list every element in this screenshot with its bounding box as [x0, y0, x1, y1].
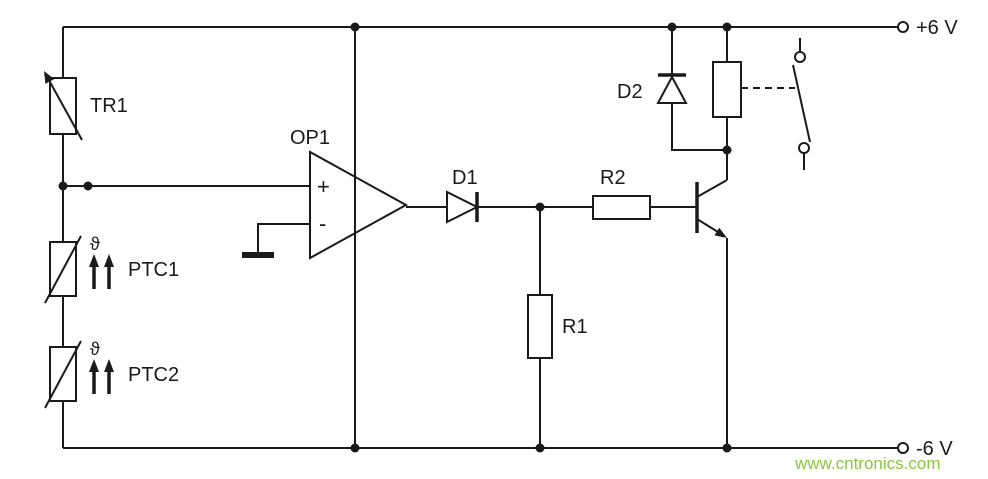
junction-dot: [350, 443, 360, 453]
r1-body: [527, 294, 553, 359]
tr1-arrow-shaft: [49, 81, 83, 141]
ptc1-arrow1-head: [89, 254, 99, 267]
ptc1-strike: [44, 235, 82, 304]
ptc2-arrow2-head: [104, 359, 114, 372]
inverting-ground-wire: [257, 223, 310, 252]
tr1-label: TR1: [90, 95, 128, 117]
junction-dot: [83, 181, 93, 191]
junction-dots: [58, 22, 732, 453]
ptc1-arrow2-head: [104, 254, 114, 267]
junction-dot: [535, 443, 545, 453]
transistor-collector: [696, 179, 728, 198]
switch-top-terminal: [794, 51, 806, 63]
op1-opamp: [309, 27, 409, 448]
d2-diode: [656, 73, 688, 104]
junction-dot: [535, 202, 545, 212]
transistor-emitter: [696, 218, 719, 233]
relay-switch: [741, 38, 811, 170]
labels: TR1 ϑ PTC1 ϑ PTC2 OP1 + - D1 R2 D2 R1 +6…: [90, 17, 958, 473]
r1-label: R1: [562, 316, 588, 338]
negative-terminal: [897, 442, 909, 454]
tr1-trimmer: [44, 71, 83, 141]
ptc1-thermistor: [44, 235, 114, 304]
junction-dot: [350, 22, 360, 32]
op1-label: OP1: [290, 127, 330, 149]
ptc2-strike: [44, 340, 82, 409]
junction-dot: [667, 22, 677, 32]
junction-dot: [58, 181, 68, 191]
ptc1-theta-symbol: ϑ: [90, 234, 100, 254]
watermark: www.cntronics.com: [794, 454, 940, 473]
d2-triangle: [656, 74, 688, 104]
relay-coil-body: [712, 61, 742, 118]
negative-rail-label: -6 V: [916, 438, 953, 460]
ptc2-theta-symbol: ϑ: [90, 339, 100, 359]
transistor-emitter-arrow: [714, 227, 727, 238]
d2-bottom-wire: [671, 103, 727, 151]
junction-dot: [722, 443, 732, 453]
wires: [62, 26, 898, 449]
junction-dot: [722, 22, 732, 32]
r2-body: [592, 195, 651, 220]
ptc2-thermistor: [44, 340, 114, 409]
npn-transistor: [695, 179, 728, 238]
junction-dot: [722, 145, 732, 155]
ptc2-label: PTC2: [128, 364, 179, 386]
positive-rail-label: +6 V: [916, 17, 958, 39]
d1-label: D1: [452, 167, 478, 189]
r2-resistor: [592, 195, 651, 220]
op1-inverting-sign: -: [319, 211, 326, 236]
d1-diode: [446, 190, 480, 224]
ptc1-label: PTC1: [128, 259, 179, 281]
r2-label: R2: [600, 167, 626, 189]
d1-triangle: [446, 190, 480, 224]
op1-body: [309, 150, 409, 260]
ptc2-arrow1-head: [89, 359, 99, 372]
supply-terminals: [897, 21, 909, 454]
tr1-arrow-head: [44, 71, 55, 84]
switch-lever: [792, 64, 811, 143]
switch-bottom-terminal: [798, 142, 810, 154]
r1-resistor: [527, 294, 553, 359]
relay-coil: [712, 61, 742, 118]
op1-noninverting-sign: +: [317, 174, 330, 199]
d2-label: D2: [617, 81, 643, 103]
positive-terminal: [897, 21, 909, 33]
